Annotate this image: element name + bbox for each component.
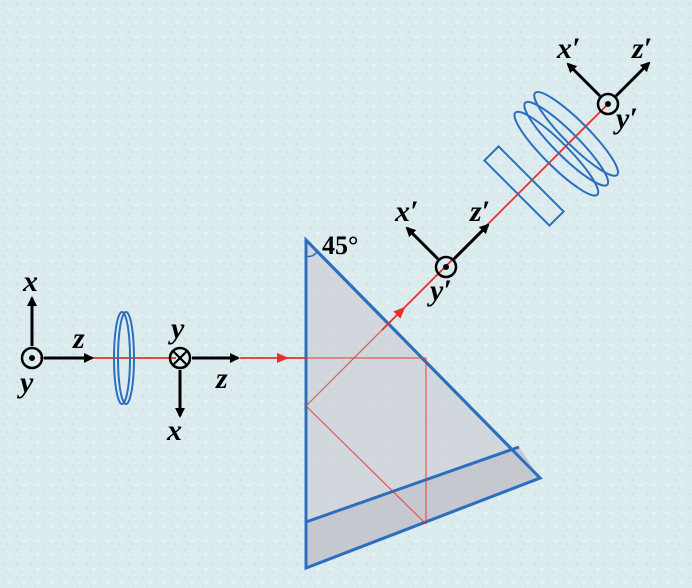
frame-output-end bbox=[566, 61, 651, 116]
frame-input bbox=[20, 296, 94, 370]
frame-output-mid-z-label: z′ bbox=[469, 195, 490, 228]
frame-input-y-label: y bbox=[17, 366, 34, 399]
input-polarizer bbox=[113, 311, 135, 405]
frame-output-end-z-label: z′ bbox=[631, 32, 652, 65]
frame-output-end-y-label: y′ bbox=[613, 102, 638, 135]
output-optics bbox=[482, 90, 620, 228]
angle-label: 45° bbox=[322, 231, 358, 260]
y-into-page-icon bbox=[168, 346, 192, 370]
y-out-of-page-icon bbox=[20, 346, 44, 370]
frame-input-x-label: x bbox=[22, 265, 38, 298]
frame-input-z-label: z bbox=[72, 322, 85, 355]
frame-after-polarizer-y-label: y bbox=[168, 312, 185, 345]
angle-arc bbox=[305, 251, 318, 258]
prism bbox=[304, 236, 543, 571]
y-prime-out-of-page-icon bbox=[596, 92, 620, 116]
frame-output-mid-y-label: y′ bbox=[427, 274, 452, 307]
frame-output-mid-x-label: x′ bbox=[394, 195, 418, 228]
frame-after-polarizer bbox=[168, 346, 240, 418]
frame-output-mid bbox=[405, 223, 490, 279]
prism-cut-line bbox=[305, 445, 520, 524]
frame-after-polarizer-x-label: x bbox=[166, 414, 182, 447]
prism-lower-section bbox=[306, 447, 540, 568]
frame-output-end-x-label: x′ bbox=[556, 32, 580, 65]
frame-after-polarizer-z-label: z bbox=[215, 362, 228, 395]
y-prime-out-of-page-icon bbox=[434, 255, 458, 279]
